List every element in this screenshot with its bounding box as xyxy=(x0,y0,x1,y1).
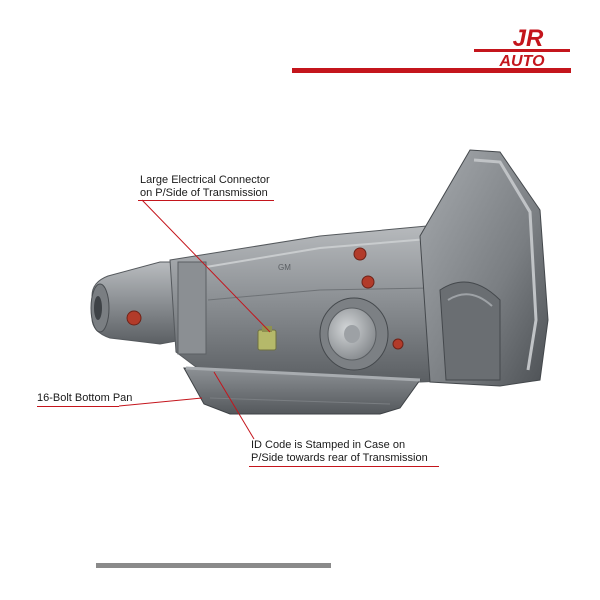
logo-jr: JR xyxy=(513,25,544,52)
footer-divider xyxy=(96,563,331,568)
callout-electrical-connector: Large Electrical Connector on P/Side of … xyxy=(140,174,270,200)
callout-underline xyxy=(37,406,119,407)
bottom-pan xyxy=(183,366,421,415)
logo-auto: AUTO xyxy=(498,53,545,70)
tail-housing xyxy=(90,261,183,345)
callout-underline xyxy=(138,200,274,201)
callout-connector-line2: on P/Side of Transmission xyxy=(140,187,268,199)
callout-connector-line1: Large Electrical Connector xyxy=(140,174,270,186)
callout-id-line1: ID Code is Stamped in Case on xyxy=(251,439,406,451)
callout-underline xyxy=(249,466,439,467)
callout-id-code: ID Code is Stamped in Case on P/Side tow… xyxy=(251,439,428,465)
servo-cover xyxy=(319,297,404,371)
jr-auto-logo: JR AUTO xyxy=(474,25,570,70)
callout-bottom-pan: 16-Bolt Bottom Pan xyxy=(37,392,133,404)
logo-divider xyxy=(292,68,571,73)
callout-id-line2: P/Side towards rear of Transmission xyxy=(251,452,428,464)
svg-text:GM: GM xyxy=(278,263,291,272)
bell-housing xyxy=(419,149,549,387)
